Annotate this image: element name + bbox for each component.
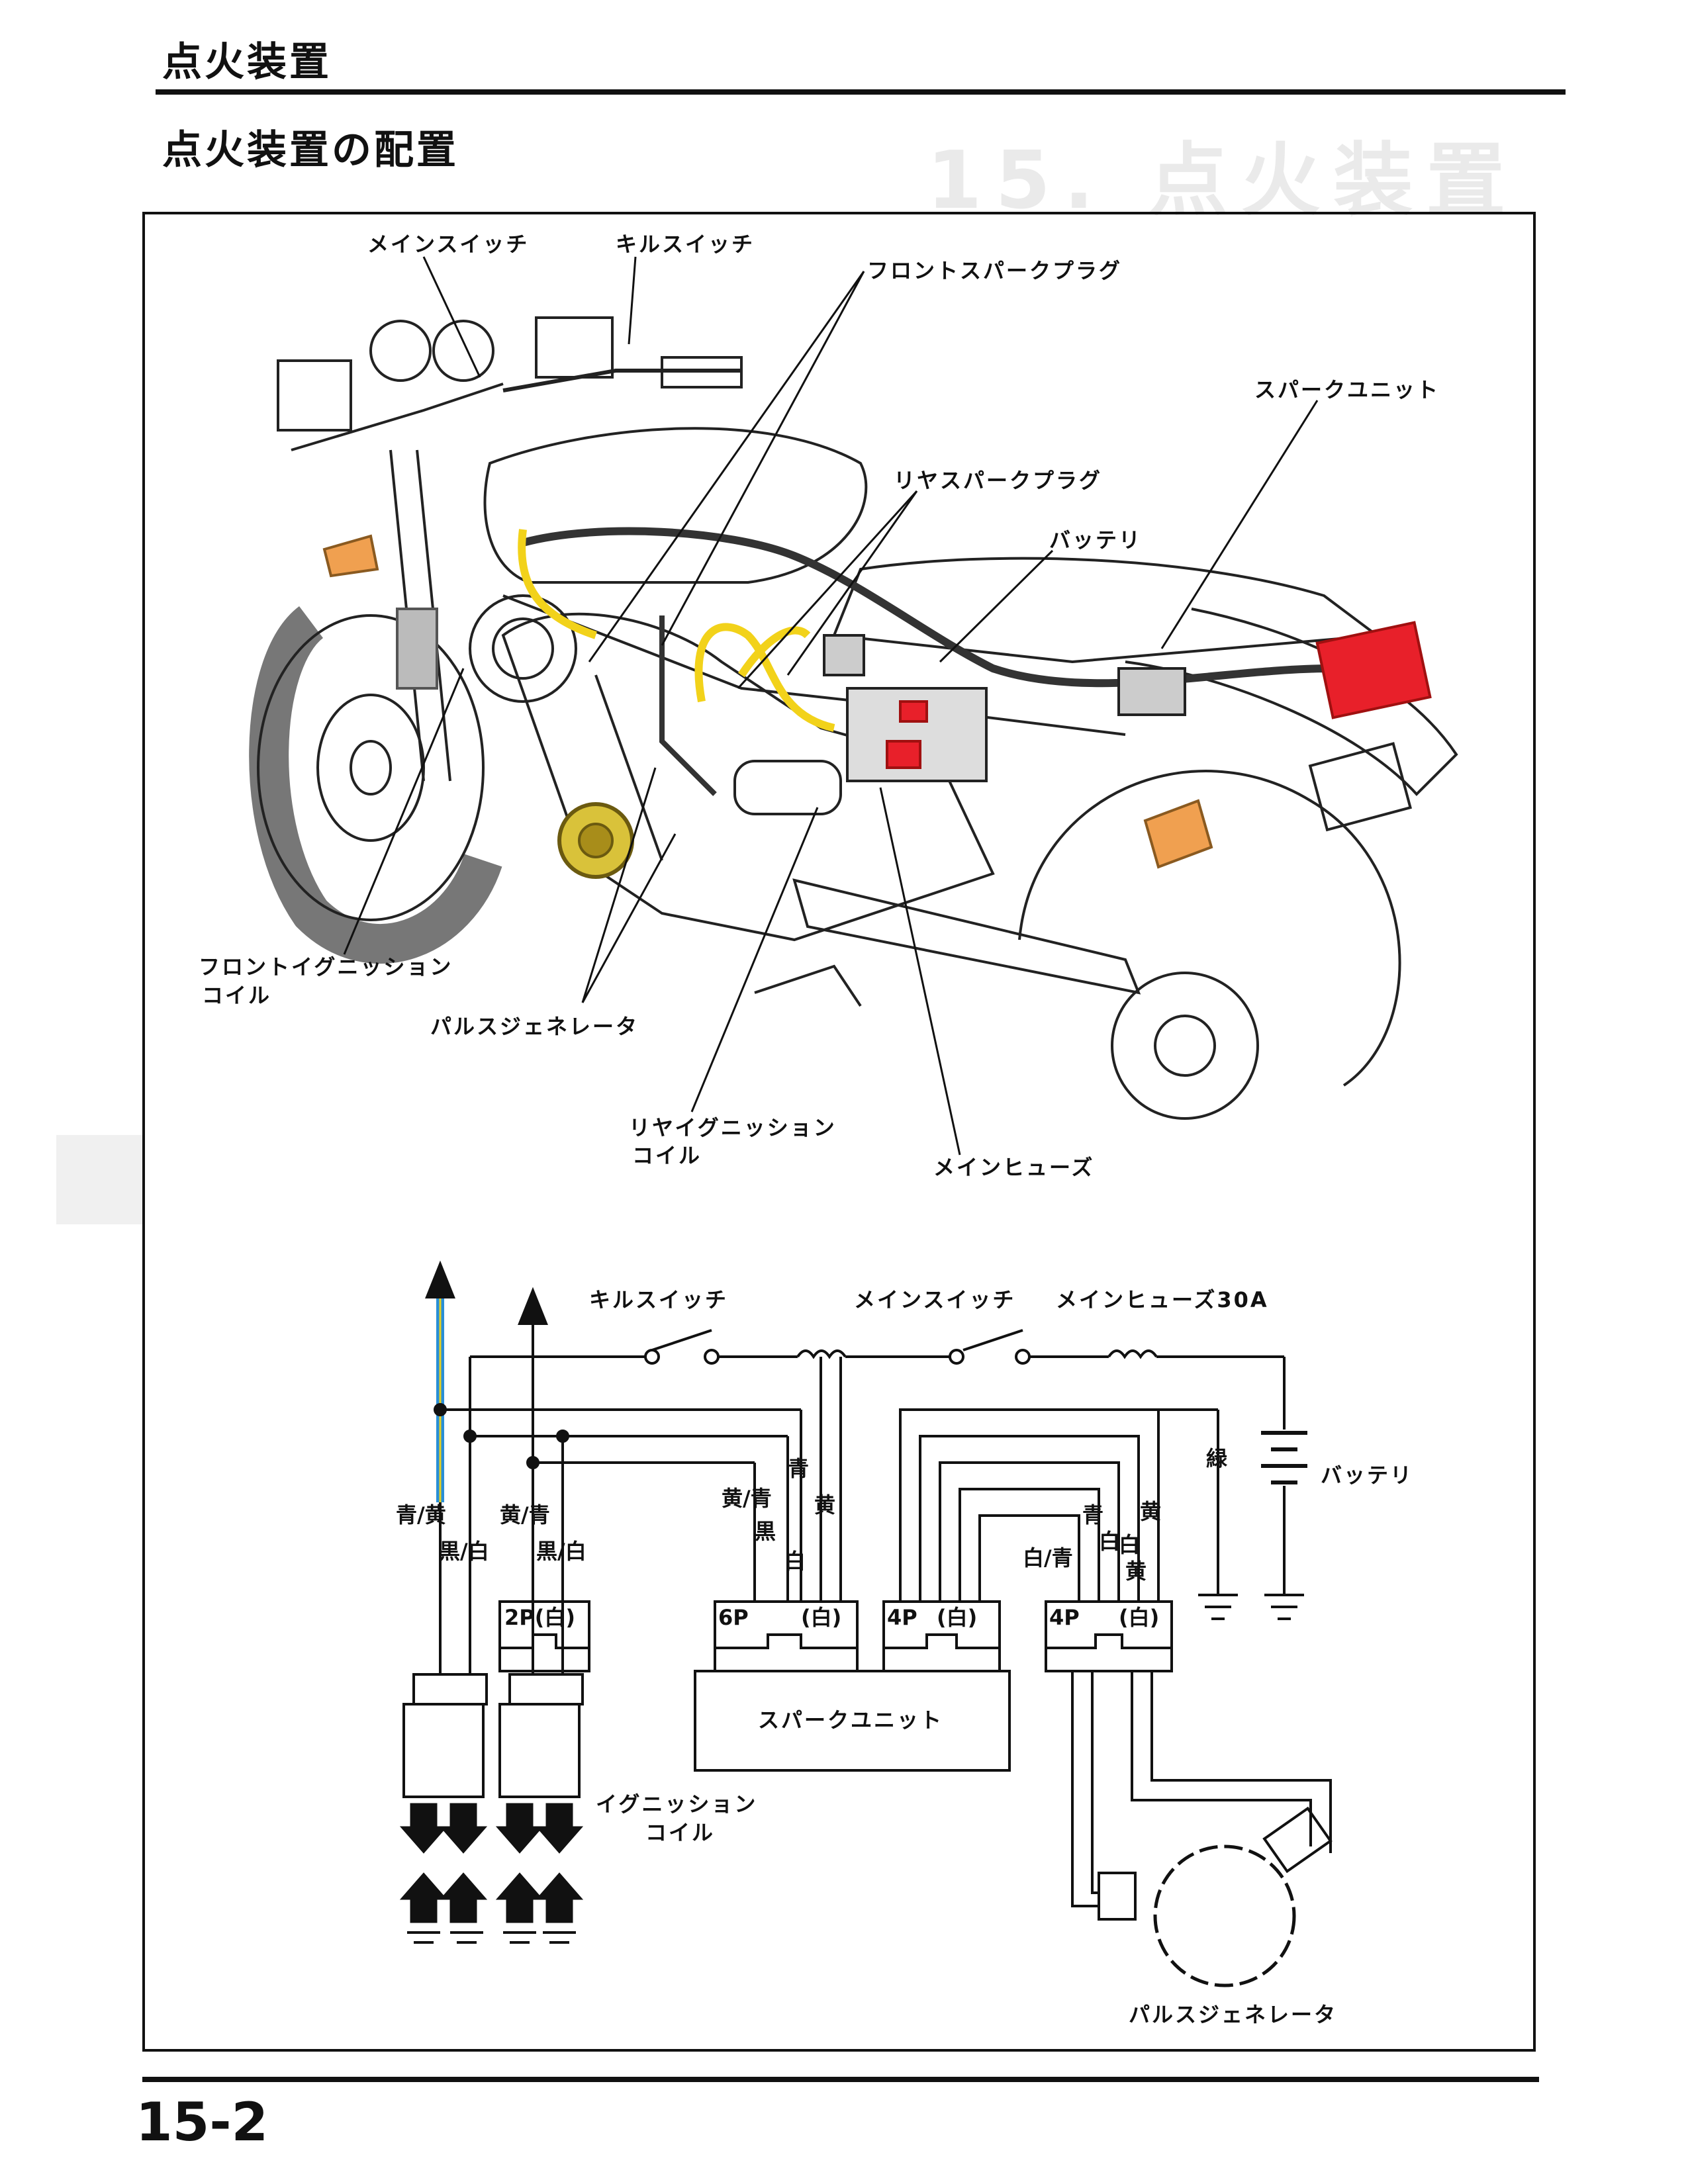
pulse-generator-label: パルスジェネレータ: [430, 1014, 639, 1039]
connector-4p-b-color: (白): [1119, 1605, 1159, 1630]
bleed-through-text: 15. 点火装置: [927, 135, 1519, 227]
ignition-coil-label-1: イグニッション: [596, 1792, 757, 1817]
wire-label: 白: [1119, 1532, 1140, 1557]
main-fuse-label: メインヒューズ: [933, 1155, 1094, 1180]
front-ignition-coil-label-1: フロントイグニッション: [199, 954, 453, 979]
connector-4p-b-label: 4P: [1049, 1605, 1080, 1630]
rear-ignition-coil-label-1: リヤイグニッション: [629, 1115, 837, 1140]
wire-label: 黄: [1125, 1559, 1147, 1584]
connector-6p-label: 6P: [718, 1605, 749, 1630]
front-spark-plug-label: フロントスパークプラグ: [867, 258, 1122, 283]
page-heading: 点火装置の配置: [162, 127, 459, 173]
spark-arrows: [399, 1803, 584, 1944]
wire-label: 青/黄: [396, 1502, 446, 1527]
spark-unit-label: スパークユニット: [1254, 377, 1440, 402]
wire-label: 黒/白: [536, 1539, 586, 1564]
front-ignition-coil-label-2: コイル: [202, 983, 271, 1008]
connector-4p-a-label: 4P: [887, 1605, 917, 1630]
wire-label: 黒/白: [439, 1539, 489, 1564]
wire-label: 黄: [1140, 1499, 1161, 1524]
circuit-kill-switch-label: キルスイッチ: [589, 1287, 728, 1312]
circuit-battery-label: バッテリ: [1321, 1463, 1413, 1488]
rear-spark-plug-label: リヤスパークプラグ: [894, 468, 1102, 493]
header-rule: [156, 89, 1566, 95]
motorcycle-illustration: [249, 316, 1458, 1120]
callout-lines: [343, 256, 1319, 1156]
kill-switch-label: キルスイッチ: [616, 232, 755, 257]
circuit-pulse-generator-label: パルスジェネレータ: [1129, 2002, 1337, 2027]
wire-label: 黒: [755, 1519, 776, 1544]
wire-label: 黄/青: [722, 1486, 772, 1511]
circuit-main-fuse-label: メインヒューズ30A: [1056, 1287, 1269, 1312]
main-switch-label: メインスイッチ: [367, 232, 529, 257]
section-title: 点火装置: [162, 39, 332, 85]
wire-label: 白: [784, 1549, 806, 1574]
wire-label: 白: [1099, 1529, 1120, 1554]
connector-6p-color: (白): [801, 1605, 841, 1630]
wire-label: 緑: [1206, 1446, 1228, 1471]
circuit-main-switch-label: メインスイッチ: [854, 1287, 1015, 1312]
wire-label: 黄: [814, 1492, 835, 1518]
ignition-coil-label-2: コイル: [645, 1820, 715, 1845]
circuit-diagram: [402, 1260, 1333, 1987]
connector-2p-label: 2P(白): [504, 1605, 575, 1630]
side-tab-mark: [56, 1135, 142, 1224]
figure-frame: [142, 212, 1536, 2052]
footer-rule: [142, 2077, 1539, 2082]
wire-label: 青: [788, 1456, 809, 1481]
wire-label: 白/青: [1023, 1545, 1073, 1570]
circuit-spark-unit-label: スパークユニット: [758, 1707, 943, 1733]
rear-ignition-coil-label-2: コイル: [632, 1143, 702, 1168]
battery-label: バッテリ: [1049, 527, 1142, 553]
wire-label: 青: [1082, 1502, 1103, 1527]
page-number: 15-2: [136, 2091, 269, 2153]
wire-label: 黄/青: [500, 1502, 550, 1527]
connector-4p-a-color: (白): [937, 1605, 977, 1630]
